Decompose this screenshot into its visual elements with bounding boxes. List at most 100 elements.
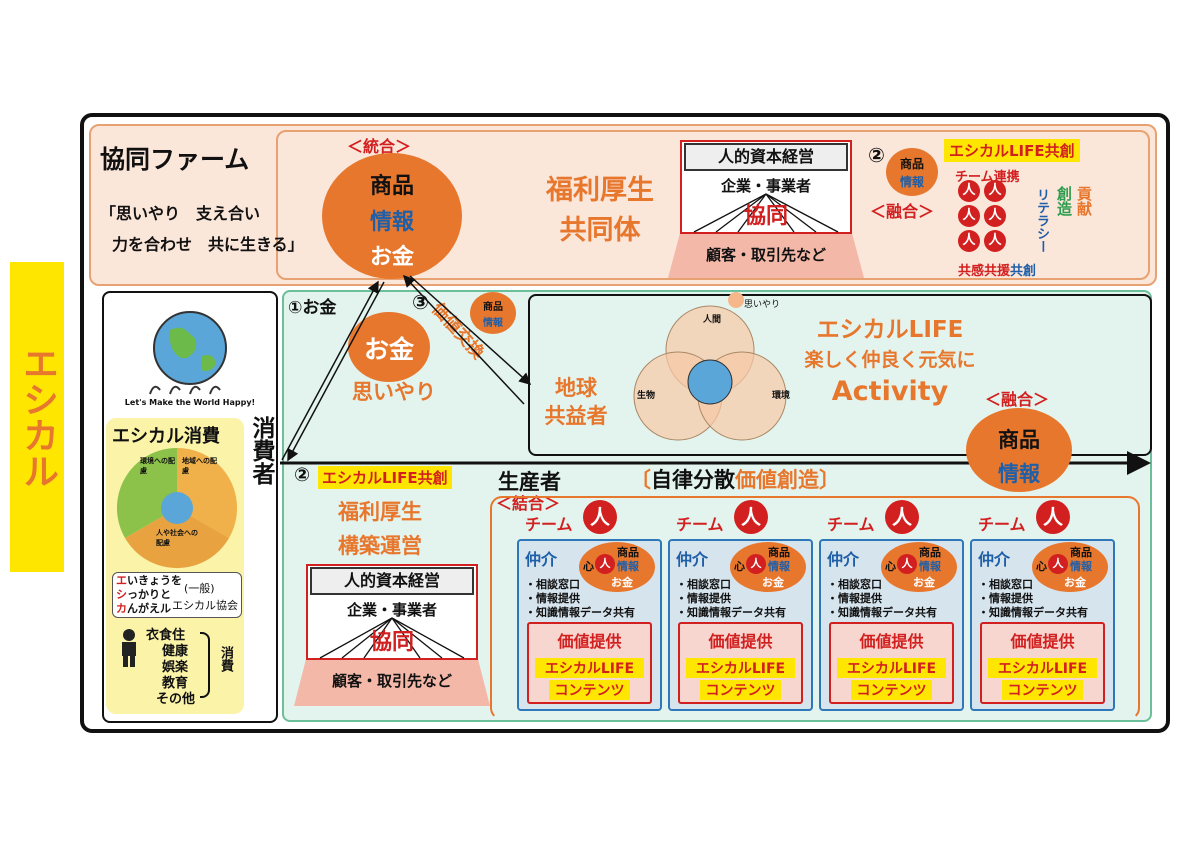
team-small-2: 情報 [768,560,790,573]
assoc-line-3: カんがえル [116,602,171,615]
seg-local: 地域への配慮 [182,457,217,475]
rt-person: 人 [984,205,1006,227]
team-small-1: 商品 [617,546,639,559]
team-bullet-3: ・知識情報データ共有 [525,606,635,619]
bl-num: ② [294,464,311,486]
value-label: 価値提供 [859,632,924,651]
team-person: 人 [1036,500,1070,534]
earth-omoiyari: 思いやり [744,300,781,310]
top-circle-l1: 商品 [369,174,414,199]
team-person: 人 [885,500,919,534]
team-bullet-3: ・知識情報データ共有 [827,606,937,619]
hc-bottom: 人的資本経営 企業・事業者 協同 顧客・取引先など [294,564,490,708]
life-2: 健康 [162,644,189,659]
team-bullet-1: ・相談窓口 [525,578,580,591]
team-cluster [579,542,655,592]
contents-1: エシカルLIFE [837,658,946,678]
flow3-small-1: 商品 [483,302,503,313]
hc-bottom-rays [319,617,465,659]
flow3-small-2: 情報 [483,318,503,329]
contents-2: コンテンツ [851,680,932,700]
person-icon [122,629,136,667]
rt-small-1: 商品 [899,157,924,171]
farm-title: 協同ファーム [100,145,250,174]
life-1: 衣食住 [146,628,186,643]
producer-label: 生産者 [498,470,561,494]
contents-2: コンテンツ [549,680,630,700]
team-bullet-1: ・相談窓口 [676,578,731,591]
farm-motto-1: 「思いやり 支え合い [100,204,261,223]
side-title: エシカルeconomy [17,345,58,489]
welfare-top-1: 福利厚生 [546,175,654,206]
team-small-1: 商品 [919,546,941,559]
consumption-title: エシカル消費 [112,426,220,447]
assoc-box [112,572,242,618]
contents-1: エシカルLIFE [686,658,795,678]
team-cluster [730,542,806,592]
earth-ningen: 人間 [703,315,722,325]
globe-logo: Let's Make the World Happy! [120,300,260,412]
contents-2: コンテンツ [1002,680,1083,700]
flow-3: ③ [412,290,429,314]
activity-1: エシカルLIFE [816,317,964,343]
assoc-3-e: カ [116,602,127,615]
team-bullet-2: ・情報提供 [978,592,1033,605]
fusion-mid-l1: 商品 [998,428,1040,452]
earth-label-2: 共益者 [544,404,608,428]
assoc-1-r: いきょうを [127,574,182,587]
rt-num: ② [868,143,885,167]
team-label: チーム [676,515,724,534]
rt-kyokan: 共感共援 [958,264,1011,279]
autonomy-black: 自律分散 [651,468,735,492]
hc-bottom-sub: 企業・事業者 [346,601,437,619]
rt-person: 人 [958,230,980,252]
assoc-1-e: エ [116,574,127,587]
seg-env: 環境への配慮 [140,457,175,475]
team-mediator: 仲介 [525,550,558,569]
top-circle-label: ＜統合＞ [347,137,412,156]
hc-bottom-head: 人的資本経営 [310,567,474,595]
fusion-mid-circle [966,408,1072,492]
team-small-3: お金 [1064,576,1086,589]
top-circle-l3: お金 [369,245,414,270]
rt-ethical: エシカルLIFE共創 [944,139,1080,162]
hc-top: 人的資本経営 企業・事業者 協同 顧客・取引先など [668,140,864,278]
farm-motto-2: 力を合わせ 共に生きる」 [112,235,304,254]
team-small-3: お金 [611,576,633,589]
rt-kouken: 貢献 [1075,186,1093,216]
team-small-1: 商品 [768,546,790,559]
flow3-circle [470,292,516,334]
hc-top-base: 顧客・取引先など [705,246,826,264]
contents-2: コンテンツ [700,680,781,700]
assoc-name: エシカル協会 [172,599,238,612]
team-person-small: 人 [595,554,615,574]
value-label: 価値提供 [557,632,622,651]
life-side: 消費 [218,646,233,672]
team-bullet-1: ・相談窓口 [978,578,1033,591]
team-small-1: 商品 [1070,546,1092,559]
hc-bottom-base: 顧客・取引先など [331,672,452,690]
rt-kyoso: 共創 [1010,264,1037,279]
team-bullet-1: ・相談窓口 [827,578,882,591]
team-mediator: 仲介 [978,550,1011,569]
hc-top-head: 人的資本経営 [684,143,848,171]
outer-frame [80,113,1170,733]
activity-3: Activity [831,376,949,407]
team-mediator: 仲介 [827,550,860,569]
earth-label-1: 地球 [555,376,597,400]
activity-2: 楽しく仲良く元気に [804,349,976,371]
team-label: チーム [525,515,573,534]
rt-fusion: ＜融合＞ [870,202,935,221]
team-area-bracket [490,496,1140,720]
welfare-top-2: 共同体 [559,215,641,246]
fusion-mid-l2: 情報 [998,462,1040,486]
seg-social: 人や社会への配慮 [156,529,198,547]
team-bullet-2: ・情報提供 [676,592,731,605]
hc-top-rays [693,193,839,233]
team-person: 人 [583,500,617,534]
top-circle-l2: 情報 [369,210,414,235]
team-label: チーム [978,515,1026,534]
team-small-3: お金 [762,576,784,589]
earth-box [528,294,1152,456]
life-brace [200,632,210,698]
